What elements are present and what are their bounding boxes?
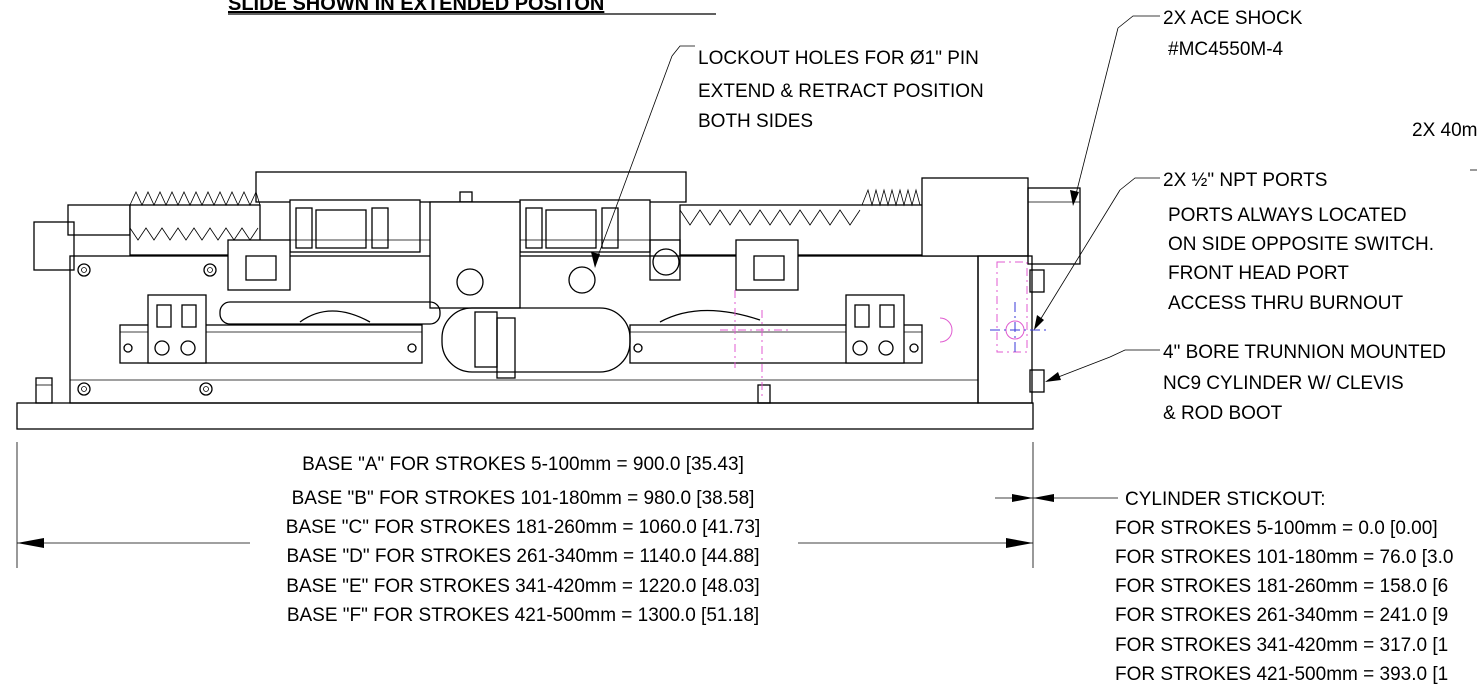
stickout-line-2: FOR STROKES 101-180mm = 76.0 [3.0 — [1115, 547, 1453, 568]
base-line-e: BASE "E" FOR STROKES 341-420mm = 1220.0 … — [286, 576, 759, 597]
stickout-line-1: FOR STROKES 5-100mm = 0.0 [0.00] — [1115, 518, 1438, 539]
ports-line-5: ACCESS THRU BURNOUT — [1168, 293, 1403, 314]
stickout-line-6: FOR STROKES 421-500mm = 393.0 [1 — [1115, 664, 1448, 685]
lockout-line-3: BOTH SIDES — [698, 111, 813, 132]
stickout-line-3: FOR STROKES 181-260mm = 158.0 [6 — [1115, 576, 1448, 597]
leader-lines — [591, 15, 1477, 382]
right-bracket — [735, 239, 799, 291]
lockout-line-1: LOCKOUT HOLES FOR Ø1" PIN — [698, 48, 979, 69]
lockout-hole-center — [456, 268, 484, 296]
lockout-line-2: EXTEND & RETRACT POSITION — [698, 81, 984, 102]
cylinder-line-1: 4" BORE TRUNNION MOUNTED — [1163, 342, 1446, 363]
left-end-block — [33, 221, 75, 271]
base-line-b: BASE "B" FOR STROKES 101-180mm = 980.0 [… — [292, 488, 755, 509]
ports-line-1: 2X ½" NPT PORTS — [1163, 170, 1327, 191]
hidden-lines — [720, 261, 1048, 398]
ports-line-2: PORTS ALWAYS LOCATED — [1168, 205, 1407, 226]
base-plate — [16, 402, 1034, 430]
base-dimension-notes: BASE "A" FOR STROKES 5-100mm = 900.0 [35… — [286, 454, 760, 626]
ports-callout: 2X ½" NPT PORTS PORTS ALWAYS LOCATED ON … — [1163, 170, 1434, 314]
cylinder-slot — [441, 307, 631, 373]
stickout-dimension — [995, 494, 1118, 502]
left-bellows-pleats — [129, 190, 261, 206]
shock-callout: 2X ACE SHOCK #MC4550M-4 — [1163, 8, 1303, 60]
base-line-c: BASE "C" FOR STROKES 181-260mm = 1060.0 … — [286, 517, 760, 538]
shock-line-2: #MC4550M-4 — [1168, 39, 1284, 60]
ports-line-3: ON SIDE OPPOSITE SWITCH. — [1168, 234, 1434, 255]
mm40-callout: 2X 40m — [1412, 120, 1477, 141]
base-bolt — [35, 377, 53, 404]
base-dimension — [16, 442, 1034, 568]
stickout-line-5: FOR STROKES 341-420mm = 317.0 [1 — [1115, 635, 1448, 656]
right-bellows-pleats — [679, 209, 861, 226]
base-line-a: BASE "A" FOR STROKES 5-100mm = 900.0 [35… — [302, 454, 744, 475]
drawing-title: SLIDE SHOWN IN EXTENDED POSITON — [228, 0, 604, 15]
cylinder-line-2: NC9 CYLINDER W/ CLEVIS — [1163, 373, 1404, 394]
left-bracket — [227, 239, 291, 291]
stickout-line-4: FOR STROKES 261-340mm = 241.0 [9 — [1115, 605, 1448, 626]
top-carriage-plate — [255, 171, 687, 203]
frame-bolt — [77, 263, 91, 277]
center-carriage — [429, 201, 521, 309]
ace-shock — [1027, 187, 1081, 265]
lockout-callout: LOCKOUT HOLES FOR Ø1" PIN EXTEND & RETRA… — [698, 48, 984, 132]
base-line-d: BASE "D" FOR STROKES 261-340mm = 1140.0 … — [286, 546, 759, 567]
shock-line-1: 2X ACE SHOCK — [1163, 8, 1303, 29]
head-plate — [921, 177, 1029, 257]
stickout-heading: CYLINDER STICKOUT: — [1125, 489, 1326, 510]
slide-assembly — [16, 171, 1081, 430]
right-bellows — [679, 204, 926, 256]
base-line-f: BASE "F" FOR STROKES 421-500mm = 1300.0 … — [287, 605, 759, 626]
ports-line-4: FRONT HEAD PORT — [1168, 263, 1349, 284]
cylinder-line-3: & ROD BOOT — [1163, 403, 1283, 424]
lockout-hole-right — [568, 266, 596, 294]
stickout-notes: CYLINDER STICKOUT: FOR STROKES 5-100mm =… — [1115, 489, 1453, 685]
cylinder-callout: 4" BORE TRUNNION MOUNTED NC9 CYLINDER W/… — [1163, 342, 1446, 424]
